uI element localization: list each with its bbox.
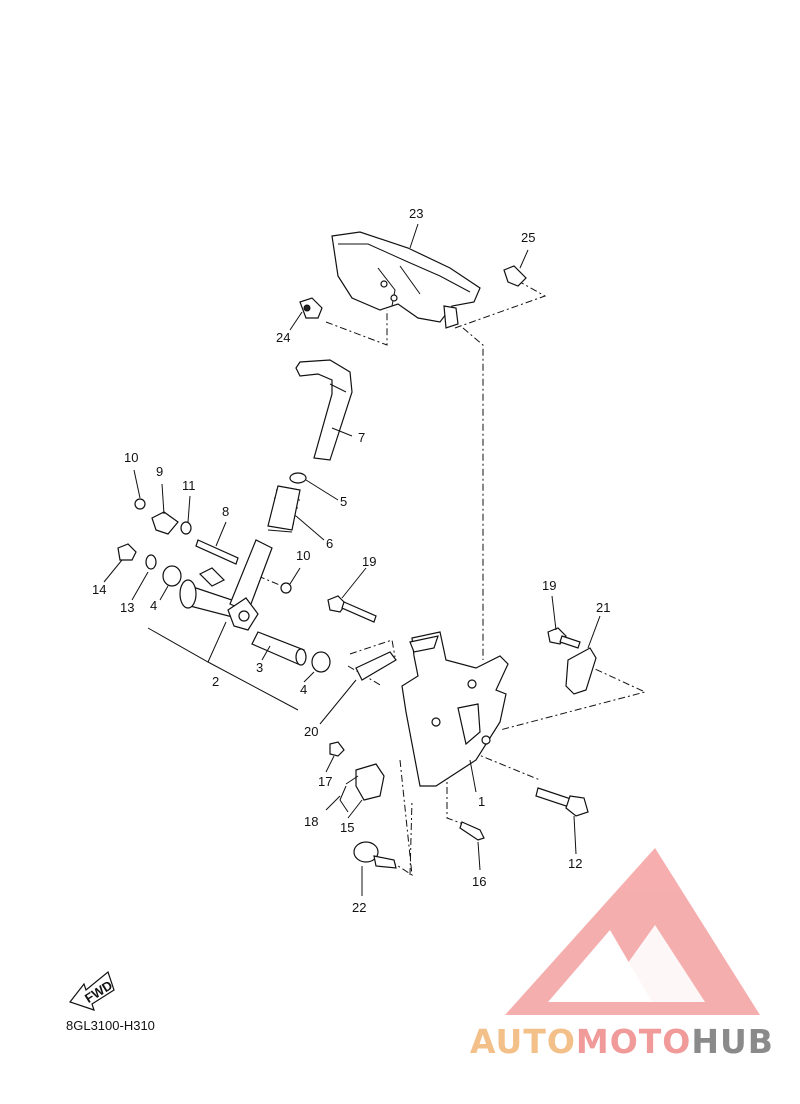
callout-2: 2 — [212, 674, 219, 689]
part-19-bolt — [327, 595, 377, 623]
part-4-bush-2 — [311, 651, 331, 673]
part-5-washer — [289, 472, 307, 484]
callout-17: 17 — [318, 774, 332, 789]
callout-14: 14 — [92, 582, 106, 597]
watermark-moto: MOTO — [575, 1022, 692, 1061]
callout-12: 12 — [568, 856, 582, 871]
part-15-switch — [345, 763, 385, 801]
part-17-nut — [329, 741, 345, 757]
callout-19b: 19 — [542, 578, 556, 593]
part-23-cover — [331, 231, 481, 329]
part-7-shift-lever — [295, 359, 353, 461]
part-10-circlip — [134, 498, 146, 510]
callout-11: 11 — [182, 478, 196, 493]
part-14-nut — [117, 543, 137, 561]
callout-10b: 10 — [296, 548, 310, 563]
part-18-wire — [339, 785, 349, 813]
callout-24: 24 — [276, 330, 290, 345]
part-11-washer — [180, 521, 192, 535]
part-6-spring — [267, 485, 301, 533]
part-20-bracket — [355, 651, 397, 681]
part-22-clamp — [353, 841, 397, 869]
callout-4: 4 — [150, 598, 157, 613]
callout-3: 3 — [256, 660, 263, 675]
callout-6: 6 — [326, 536, 333, 551]
callout-9: 9 — [156, 464, 163, 479]
part-19-bolt-2 — [547, 627, 581, 649]
part-21-plate — [565, 647, 597, 695]
callout-7: 7 — [358, 430, 365, 445]
watermark-auto: AUTO — [470, 1022, 576, 1061]
callout-19: 19 — [362, 554, 376, 569]
callout-15: 15 — [340, 820, 354, 835]
part-12-bolt — [535, 787, 589, 817]
part-13-washer — [145, 554, 157, 570]
automotohub-logo — [505, 848, 760, 1015]
callout-13: 13 — [120, 600, 134, 615]
part-25-clip — [503, 265, 527, 287]
callout-16: 16 — [472, 874, 486, 889]
callout-1: 1 — [478, 794, 485, 809]
callout-21: 21 — [596, 600, 610, 615]
watermark-hub: HUB — [691, 1022, 774, 1061]
part-3-collar — [251, 631, 307, 666]
callout-8: 8 — [222, 504, 229, 519]
part-9-collar — [151, 511, 179, 535]
callout-labels: 23 25 24 7 5 6 10 9 11 8 10 14 13 4 3 2 … — [92, 206, 610, 915]
part-8-pin — [195, 539, 239, 565]
diagram-code: 8GL3100-H310 — [66, 1018, 155, 1033]
callout-4b: 4 — [300, 682, 307, 697]
callout-23: 23 — [409, 206, 423, 221]
part-16-screw — [459, 821, 485, 841]
callout-10: 10 — [124, 450, 138, 465]
callout-25: 25 — [521, 230, 535, 245]
part-10-circlip-2 — [280, 582, 292, 594]
part-1-bracket — [401, 631, 509, 787]
part-2-pedal-assembly — [179, 539, 273, 631]
callout-18: 18 — [304, 814, 318, 829]
watermark-text: AUTOMOTOHUB — [470, 1022, 774, 1061]
callout-22: 22 — [352, 900, 366, 915]
callout-20: 20 — [304, 724, 318, 739]
part-4-bush — [162, 565, 182, 587]
callout-5: 5 — [340, 494, 347, 509]
part-24-bolt — [299, 297, 323, 319]
fwd-arrow-icon: FWD — [69, 970, 115, 1011]
leader-lines — [103, 223, 601, 896]
